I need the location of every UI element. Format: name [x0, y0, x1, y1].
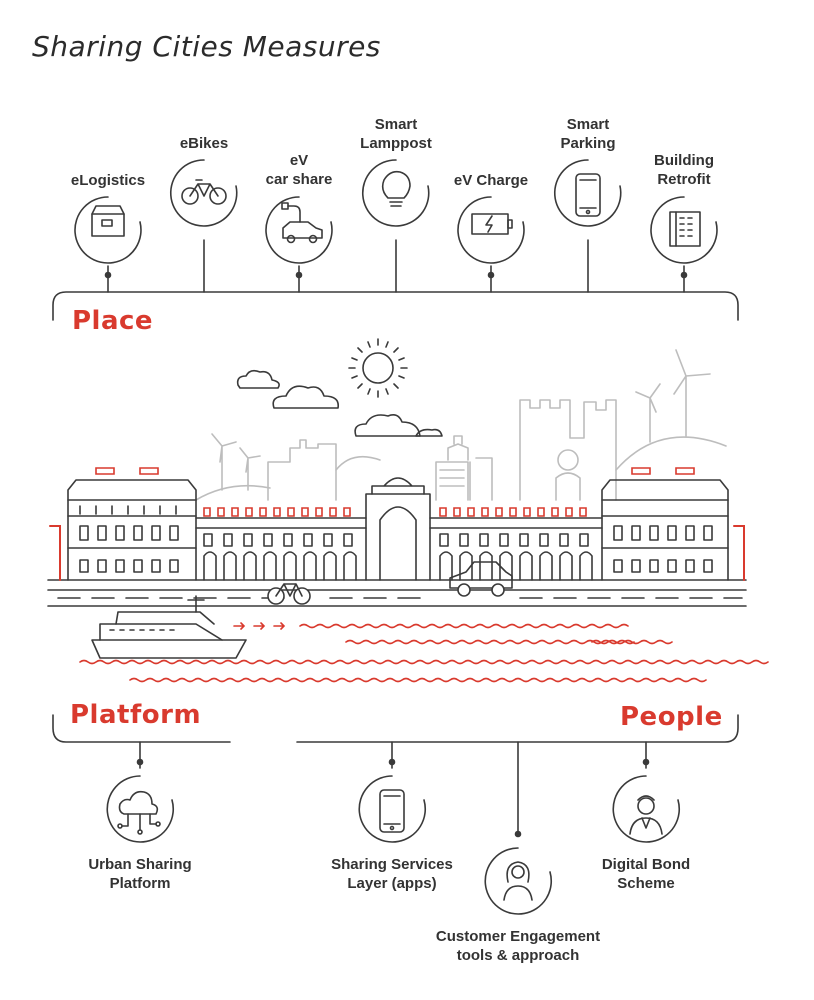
section-people: People — [620, 702, 723, 732]
measure-label-customer-engagement: Customer Engagement tools & approach — [435, 928, 601, 964]
measure-label-sharing-services-layer: Sharing Services Layer (apps) — [331, 856, 453, 892]
background-skyline — [195, 349, 727, 501]
man-avatar-icon — [612, 775, 681, 843]
cloud-shape — [415, 428, 443, 437]
bicycle-icon — [169, 159, 238, 227]
place-bracket — [52, 291, 739, 321]
car-shape — [449, 561, 513, 597]
electric-car-icon — [265, 196, 333, 264]
city-illustration — [236, 338, 443, 437]
measure-label-urban-sharing-platform: Urban Sharing Platform — [88, 856, 192, 892]
measure-label-smart-lamppost: Smart Lamppost — [360, 116, 432, 152]
palace-building — [47, 477, 747, 581]
building-icon — [650, 196, 718, 264]
page-title: Sharing Cities Measures — [32, 30, 381, 63]
people-bracket — [296, 714, 739, 743]
cloud-shape — [236, 369, 280, 389]
cloud-network-icon — [106, 775, 175, 843]
measure-label-smart-parking: Smart Parking — [560, 116, 616, 152]
measure-label-building-retrofit: Building Retrofit — [654, 152, 714, 188]
bottom-connectors — [136, 741, 650, 838]
lightbulb-icon — [361, 159, 430, 227]
bicycle-shape — [267, 583, 311, 605]
top-connectors — [104, 239, 688, 293]
platform-bracket — [52, 714, 231, 743]
section-platform: Platform — [70, 700, 202, 730]
road — [47, 589, 747, 607]
battery-icon — [457, 196, 525, 264]
box-icon — [74, 196, 142, 264]
measure-label-ev-car-share: eV car share — [265, 152, 333, 188]
sun-shape — [348, 338, 408, 398]
cloud-shape — [272, 385, 340, 409]
measure-label-ev-charge: eV Charge — [453, 172, 529, 189]
boat-shape — [91, 595, 247, 659]
smartphone-icon — [553, 159, 622, 227]
woman-avatar-icon — [484, 847, 553, 915]
measure-label-elogistics: eLogistics — [70, 172, 146, 189]
section-place: Place — [72, 306, 154, 336]
smartphone-icon — [358, 775, 427, 843]
measure-label-digital-bond-scheme: Digital Bond Scheme — [601, 856, 691, 892]
red-accents — [49, 467, 769, 683]
cloud-shape — [354, 414, 421, 437]
measure-label-ebikes: eBikes — [179, 135, 229, 152]
